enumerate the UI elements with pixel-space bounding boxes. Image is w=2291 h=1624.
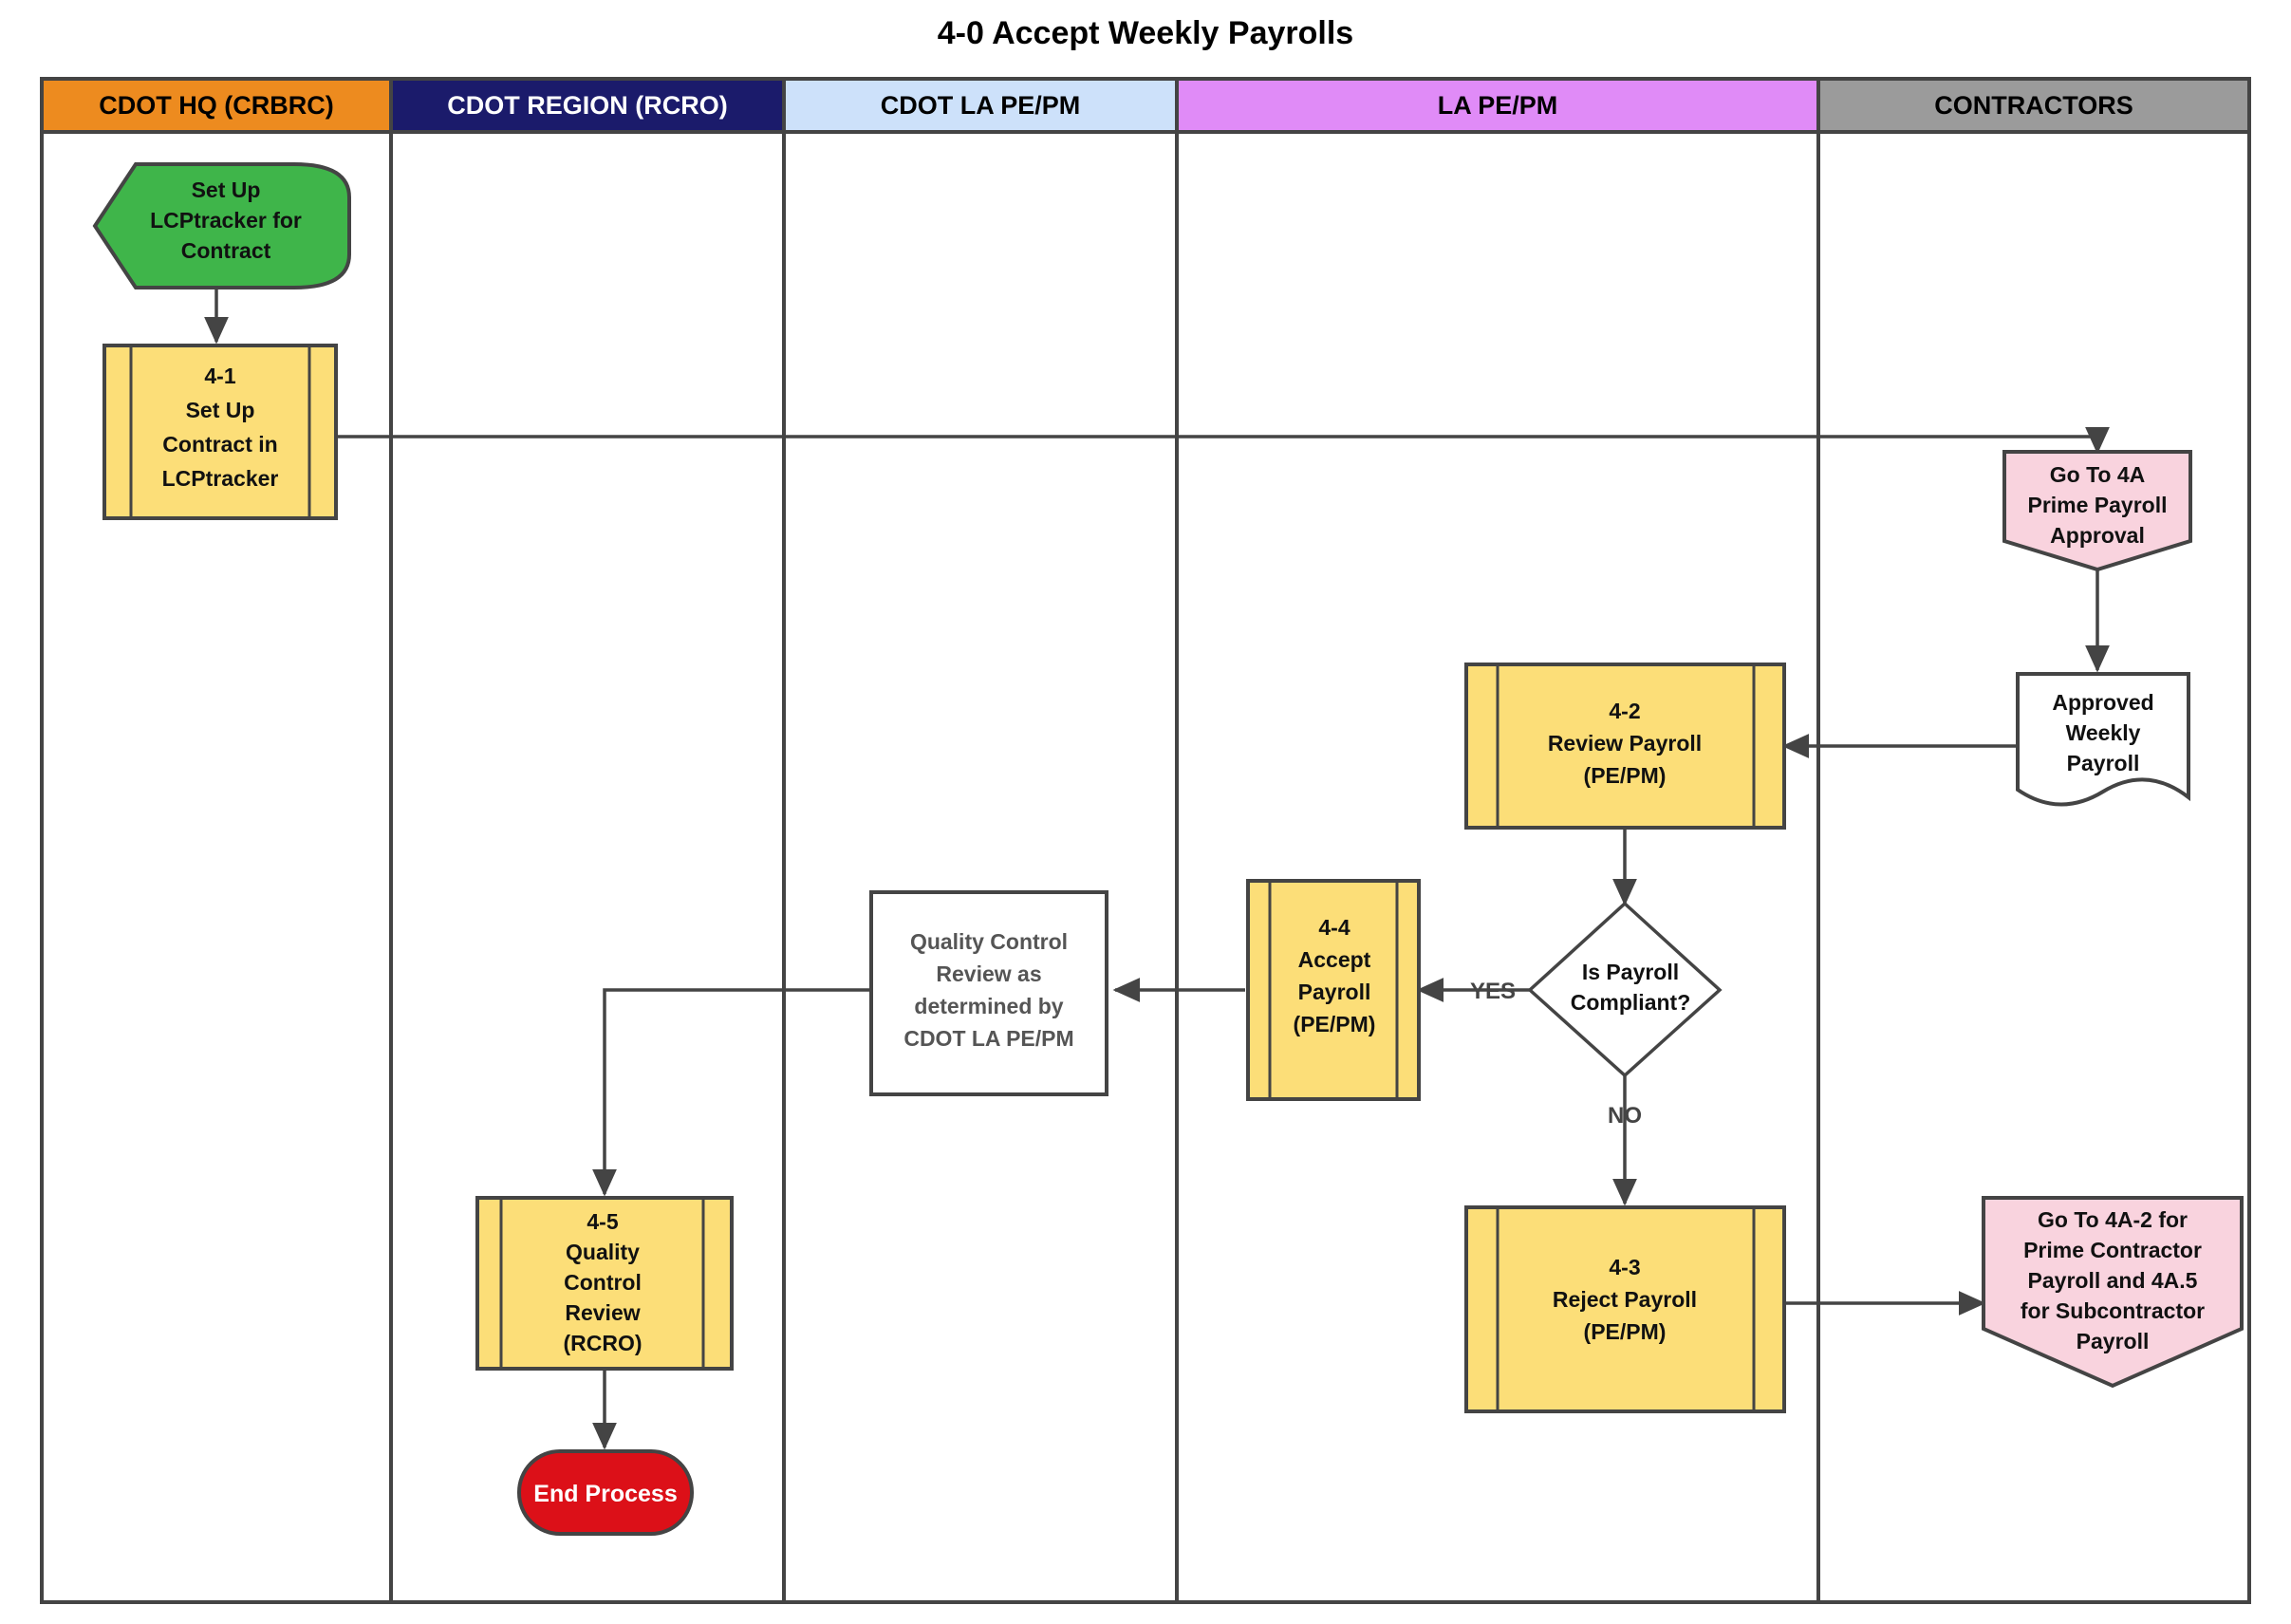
node-goto-4a-prime-payroll-approval[interactable]: Go To 4A Prime Payroll Approval	[2002, 450, 2192, 572]
node-4-4-line-1: Accept	[1298, 947, 1371, 972]
node-4-2-review-payroll[interactable]: 4-2 Review Payroll (PE/PM)	[1464, 663, 1786, 830]
swimlane-frame: CDOT HQ (CRBRC) CDOT REGION (RCRO) CDOT …	[40, 77, 2251, 1604]
node-4-5-line-3: Review	[565, 1300, 640, 1325]
node-4-3-line-2: (PE/PM)	[1584, 1319, 1667, 1344]
node-goto4a2-line-1: Prime Contractor	[2023, 1238, 2202, 1262]
node-approved-line-2: Payroll	[2067, 751, 2140, 775]
lane-label-hq: CDOT HQ (CRBRC)	[99, 91, 333, 120]
node-goto4a2-line-3: for Subcontractor	[2021, 1298, 2205, 1323]
node-4-5-line-4: (RCRO)	[563, 1331, 642, 1355]
lane-label-cdot-la: CDOT LA PE/PM	[881, 91, 1081, 120]
node-approved-line-0: Approved	[2052, 690, 2153, 715]
node-qcnote-line-0: Quality Control	[910, 929, 1068, 954]
node-4-1-setup-contract[interactable]: 4-1 Set Up Contract in LCPtracker	[102, 344, 338, 520]
page-title: 4-0 Accept Weekly Payrolls	[938, 15, 1353, 51]
node-4-4-accept-payroll[interactable]: 4-4 Accept Payroll (PE/PM)	[1246, 879, 1421, 1101]
lane-header-hq	[40, 77, 393, 134]
node-4-1-line-3: LCPtracker	[162, 466, 279, 491]
node-goto4a-line-0: Go To 4A	[2050, 462, 2146, 487]
lane-header-contractors	[1816, 77, 2251, 134]
node-qcnote-line-2: determined by	[914, 994, 1063, 1018]
lane-header-cdot-la	[782, 77, 1179, 134]
node-qcnote-line-1: Review as	[936, 961, 1041, 986]
node-start-line-2: Contract	[181, 238, 271, 263]
node-end-label: End Process	[533, 1481, 677, 1507]
node-4-5-line-1: Quality	[566, 1240, 640, 1264]
lane-label-la: LA PE/PM	[1438, 91, 1558, 120]
connectors	[204, 288, 2110, 1450]
node-goto4a-line-1: Prime Payroll	[2027, 493, 2167, 517]
node-end-process[interactable]: End Process	[517, 1449, 694, 1536]
node-4-5-quality-control-review[interactable]: 4-5 Quality Control Review (RCRO)	[475, 1196, 734, 1371]
node-4-4-line-0: 4-4	[1318, 915, 1350, 940]
node-approved-line-1: Weekly	[2066, 720, 2141, 745]
edge-label-yes: YES	[1470, 979, 1516, 1004]
node-4-3-line-1: Reject Payroll	[1553, 1287, 1697, 1312]
node-goto-4a-2-prime-and-sub-payroll[interactable]: Go To 4A-2 for Prime Contractor Payroll …	[1982, 1196, 2244, 1389]
lane-label-region: CDOT REGION (RCRO)	[447, 91, 727, 120]
lane-header-region	[389, 77, 786, 134]
node-approved-weekly-payroll-document[interactable]: Approved Weekly Payroll	[2016, 672, 2190, 807]
node-goto4a2-line-0: Go To 4A-2 for	[2038, 1207, 2188, 1232]
node-4-1-line-0: 4-1	[204, 364, 235, 388]
node-4-5-line-2: Control	[564, 1270, 642, 1295]
node-start-line-0: Set Up	[192, 177, 261, 202]
edge-label-no: NO	[1608, 1103, 1642, 1129]
node-4-2-line-0: 4-2	[1609, 699, 1640, 723]
node-4-2-line-1: Review Payroll	[1548, 731, 1702, 756]
node-decision-line-0: Is Payroll	[1582, 960, 1679, 984]
node-4-3-line-0: 4-3	[1609, 1255, 1640, 1279]
node-goto4a-line-2: Approval	[2050, 523, 2145, 548]
node-start-setup-lcptracker[interactable]: Set Up LCPtracker for Contract	[92, 162, 351, 289]
edge-qcnote-to-4-5	[592, 988, 871, 1197]
node-qcnote-line-3: CDOT LA PE/PM	[903, 1026, 1073, 1051]
node-decision-is-payroll-compliant[interactable]: Is Payroll Compliant?	[1527, 901, 1723, 1078]
node-goto4a2-line-4: Payroll	[2077, 1329, 2150, 1353]
node-4-2-line-2: (PE/PM)	[1584, 763, 1667, 788]
node-4-5-line-0: 4-5	[587, 1209, 618, 1234]
node-quality-control-review-note[interactable]: Quality Control Review as determined by …	[869, 890, 1108, 1096]
node-4-1-line-1: Set Up	[186, 398, 255, 422]
node-4-3-reject-payroll[interactable]: 4-3 Reject Payroll (PE/PM)	[1464, 1205, 1786, 1413]
node-4-4-line-3: (PE/PM)	[1294, 1012, 1376, 1036]
node-goto4a2-line-2: Payroll and 4A.5	[2028, 1268, 2198, 1293]
edge-4-1-to-goto4a	[336, 426, 2110, 455]
node-4-1-line-2: Contract in	[162, 432, 277, 457]
lane-label-contractors: CONTRACTORS	[1934, 91, 2133, 120]
node-decision-line-1: Compliant?	[1571, 990, 1691, 1015]
node-start-line-1: LCPtracker for	[150, 208, 302, 233]
node-4-4-line-2: Payroll	[1298, 980, 1371, 1004]
